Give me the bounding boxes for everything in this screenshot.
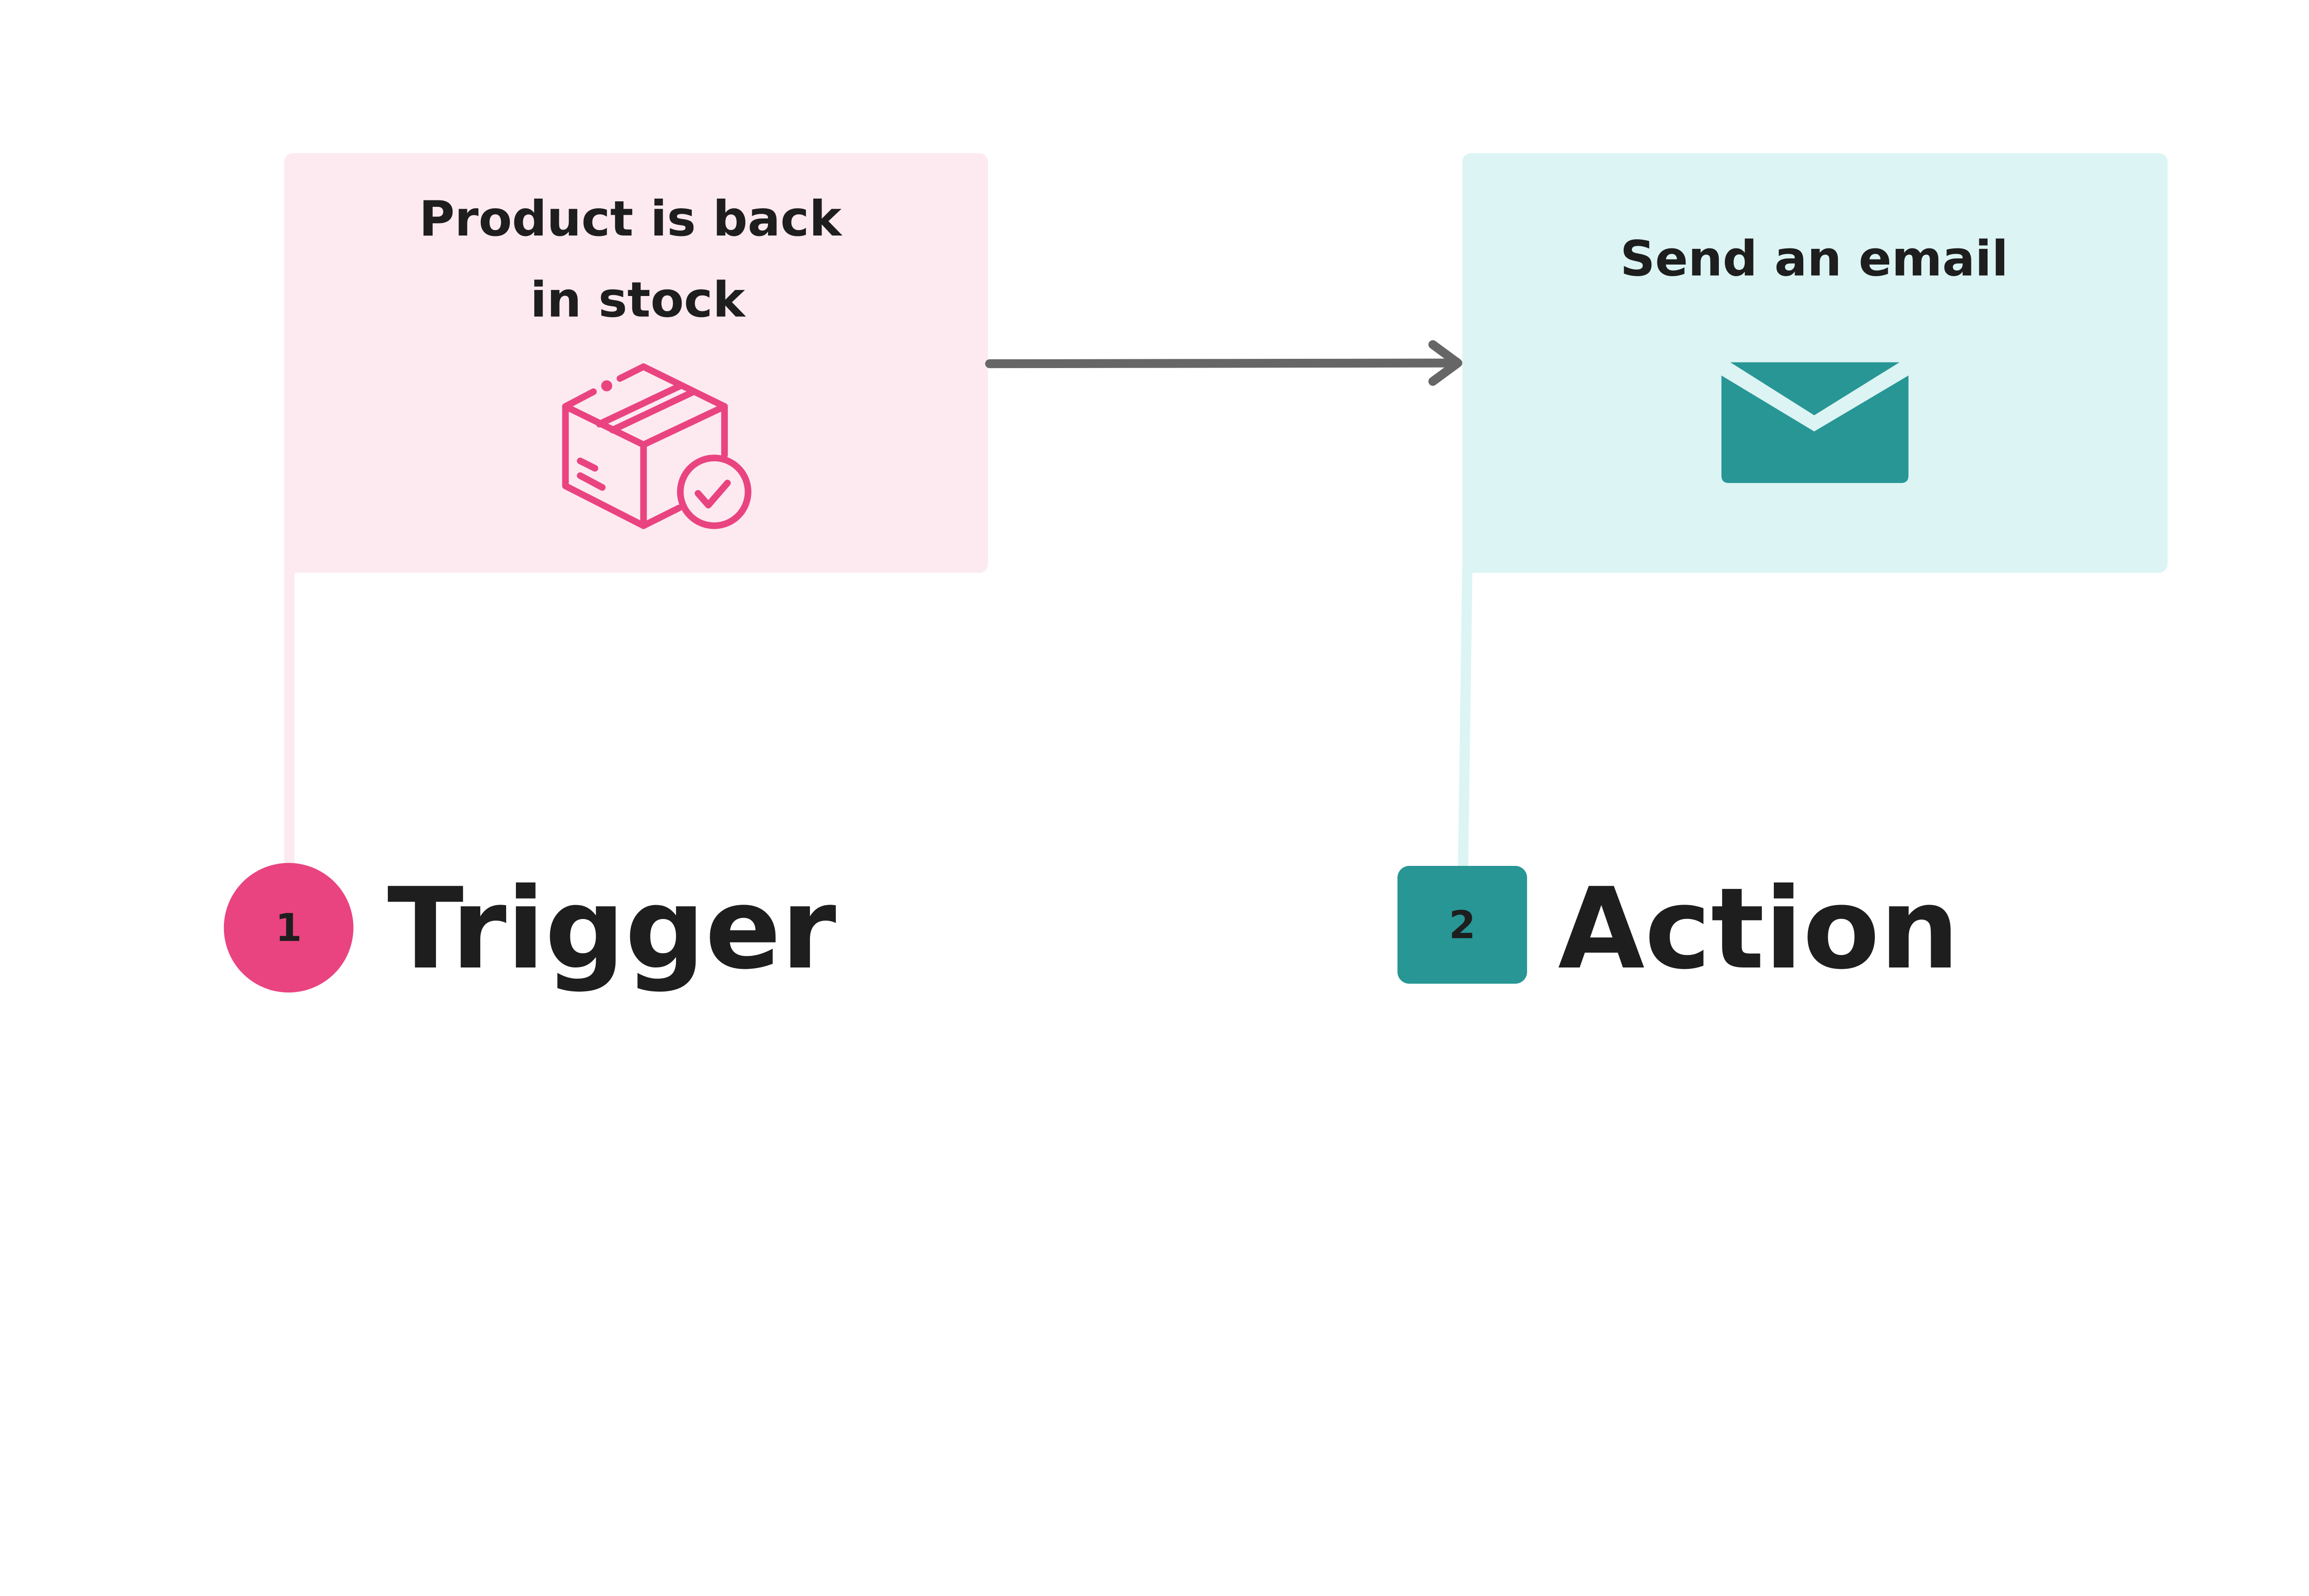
step-number-1: 1 xyxy=(275,906,302,950)
trigger-action-diagram: Product is back in stock Send an email 1 xyxy=(224,153,2168,994)
trigger-card-title-line1: Product is back xyxy=(419,190,842,247)
action-flag-pole xyxy=(1457,559,1473,872)
trigger-step-label: 1 Trigger xyxy=(224,863,836,994)
package-check-icon xyxy=(562,363,752,529)
trigger-flag-pole xyxy=(284,559,295,872)
action-step-label: 2 Action xyxy=(1397,864,1959,994)
action-label: Action xyxy=(1558,864,1959,994)
arrow-right-icon xyxy=(985,340,1463,386)
step-number-2: 2 xyxy=(1449,902,1476,947)
trigger-card-background xyxy=(284,153,988,573)
trigger-card: Product is back in stock xyxy=(284,153,988,872)
step-badge-1 xyxy=(224,863,354,993)
action-card-title: Send an email xyxy=(1620,230,2008,287)
step-badge-2 xyxy=(1397,866,1527,984)
trigger-label: Trigger xyxy=(387,864,836,994)
trigger-card-title-line2: in stock xyxy=(530,272,746,328)
envelope-icon xyxy=(1721,362,1909,483)
action-card: Send an email xyxy=(1457,153,2168,872)
